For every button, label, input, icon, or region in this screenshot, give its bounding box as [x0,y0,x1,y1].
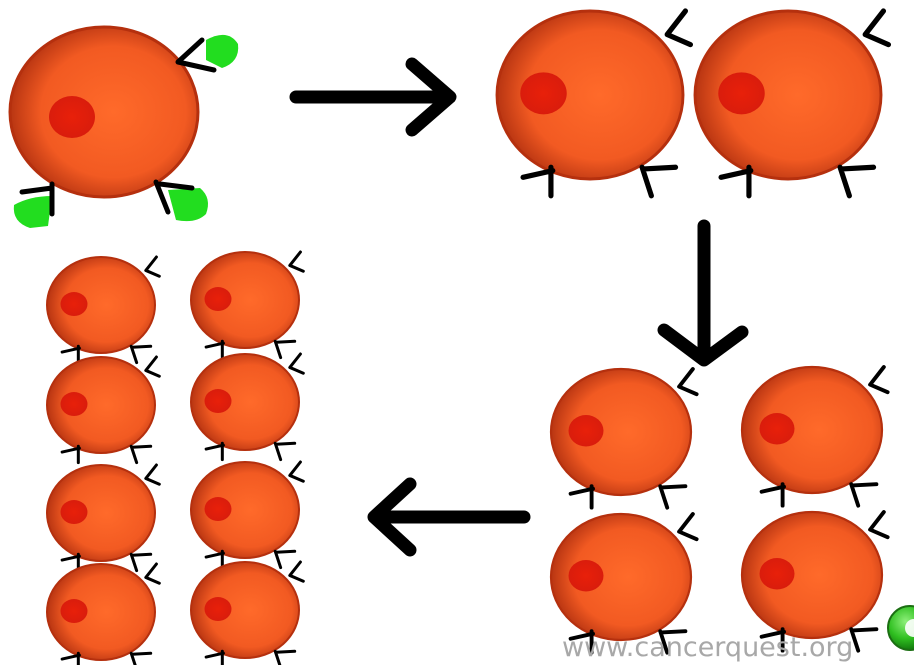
receptor [146,564,160,583]
receptor [290,462,304,481]
cell [47,257,159,363]
receptor [206,443,223,459]
receptor [146,357,160,376]
receptor-with-ligand [14,184,52,228]
receptor [762,484,784,505]
cell [191,354,303,460]
receptor [131,554,150,570]
receptor [131,446,150,462]
cell [191,252,303,358]
receptor [851,484,876,505]
nucleus [61,292,88,316]
cell [497,11,690,196]
receptor-with-ligand [156,182,208,221]
receptor [206,551,223,567]
receptor [840,167,873,196]
green-circle-nav-icon[interactable] [888,606,914,650]
nucleus [61,500,88,524]
arrow-down-icon [664,226,742,360]
receptor [62,653,79,665]
receptor [851,629,876,650]
receptor [62,446,79,462]
cell [742,512,888,651]
receptor [870,512,888,537]
receptor-with-ligand [178,35,238,70]
receptor [206,341,223,357]
nucleus [760,558,795,590]
receptor [275,341,294,357]
nucleus [569,560,604,592]
receptor [146,257,160,276]
receptor [679,514,697,539]
nucleus [205,497,232,521]
arrow-right-icon [296,64,450,130]
receptor [721,167,751,196]
receptor [523,167,553,196]
nucleus [205,597,232,621]
nucleus [49,96,95,138]
cell [47,357,159,463]
nucleus [205,389,232,413]
receptor [275,443,294,459]
generation-2-cells [497,11,888,196]
receptor [290,562,304,581]
arrow-left-icon [374,484,524,550]
receptor [870,367,888,392]
receptor [290,354,304,373]
receptor [642,167,675,196]
nucleus [520,72,567,114]
receptor [679,369,697,394]
receptor [660,486,685,507]
receptor [667,11,690,45]
cell [191,462,303,568]
watermark-text: www.cancerquest.org [562,632,853,663]
receptor [865,11,888,45]
parent-cell [10,27,238,228]
receptor [131,346,150,362]
cell [47,465,159,571]
receptor [62,346,79,362]
cell [47,564,159,665]
nucleus [61,392,88,416]
nucleus [61,599,88,623]
cell [191,562,303,665]
cell [742,367,888,506]
nucleus [760,413,795,445]
receptor [571,486,593,507]
generation-3-cells [551,367,888,653]
receptor [206,651,223,665]
cell [551,369,697,508]
receptor [131,653,150,665]
cell [695,11,888,196]
nucleus [718,72,765,114]
receptor [275,551,294,567]
nucleus [205,287,232,311]
nucleus [569,415,604,447]
receptor [290,252,304,271]
receptor [146,465,160,484]
generation-4-cells [47,252,303,665]
receptor [275,651,294,665]
